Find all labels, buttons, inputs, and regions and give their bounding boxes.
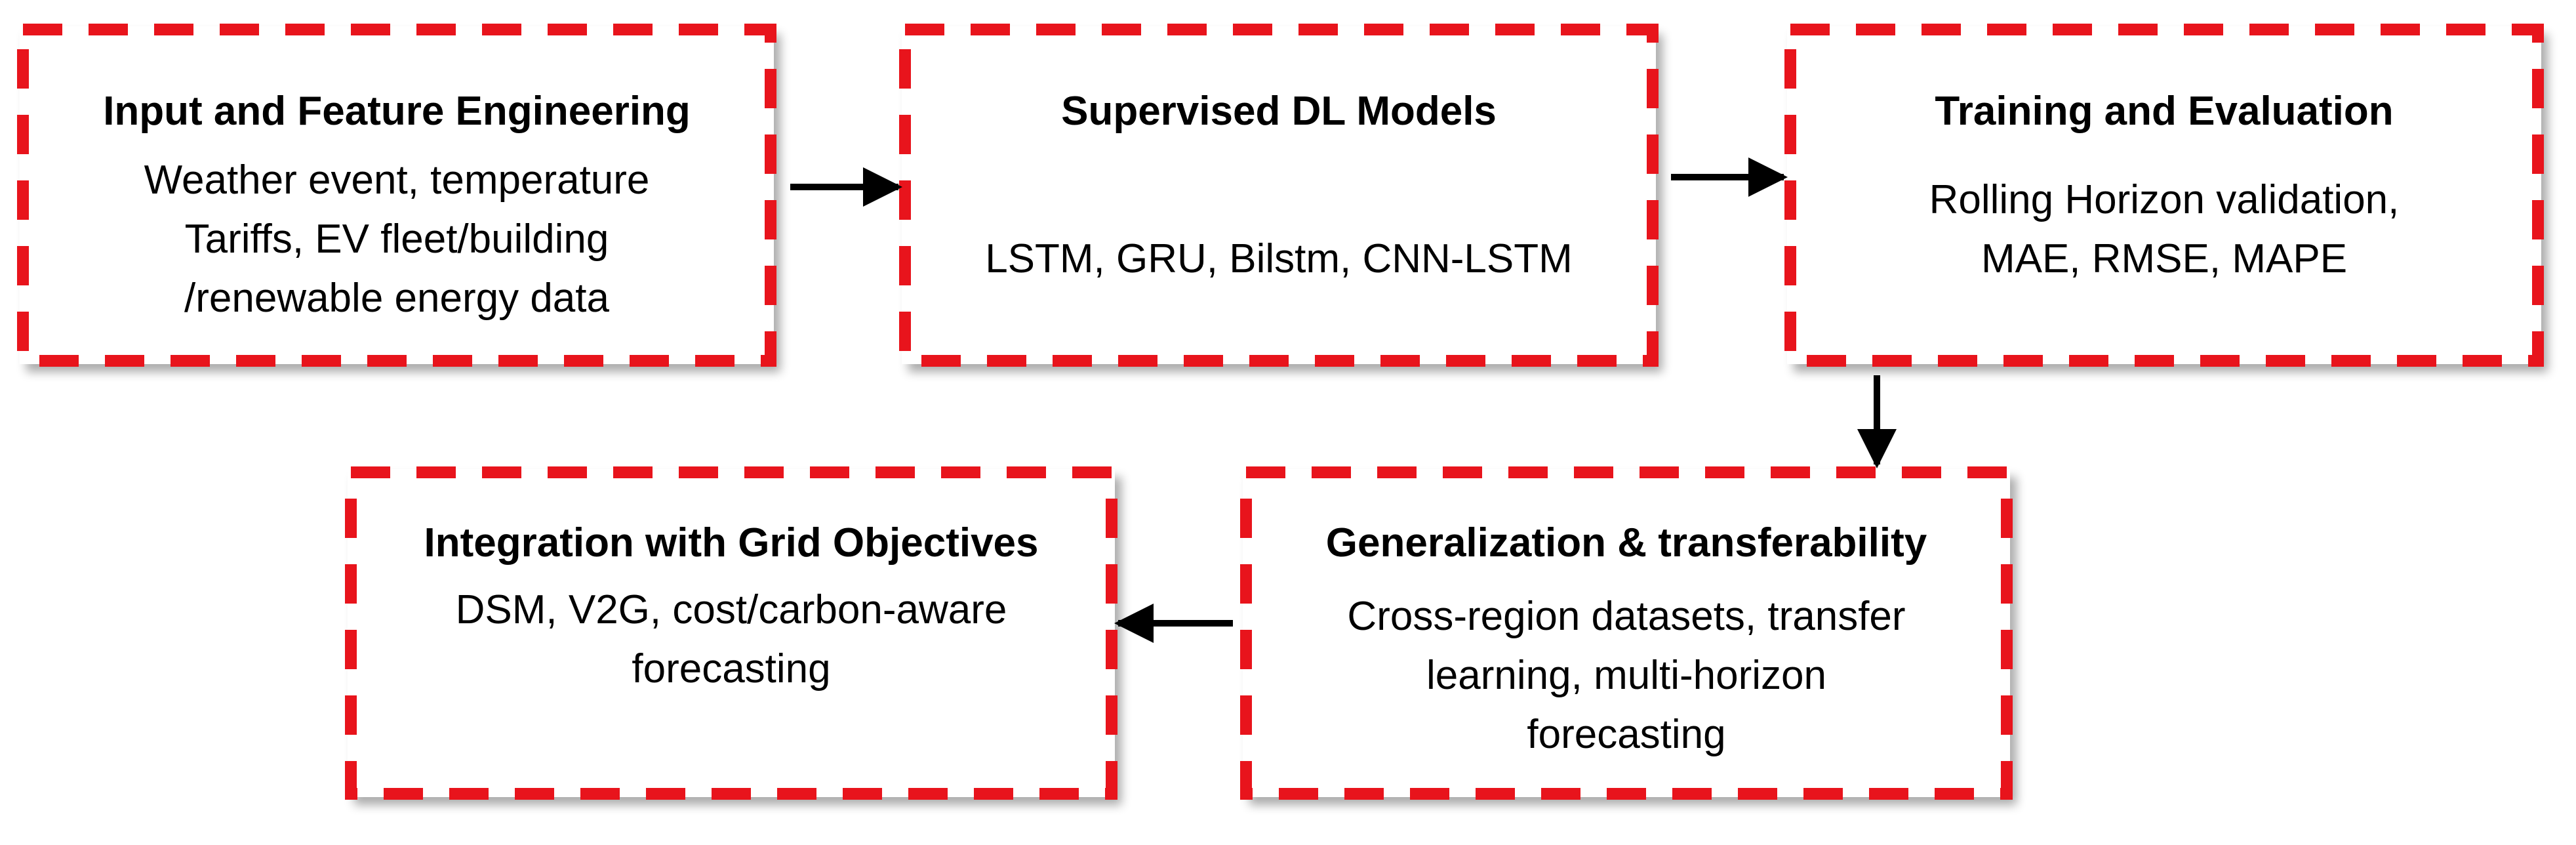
body-line: /renewable energy data xyxy=(184,276,609,321)
body-line: Cross-region datasets, transfer xyxy=(1347,594,1906,639)
box-title: Integration with Grid Objectives xyxy=(424,520,1039,566)
box-title: Generalization & transferability xyxy=(1325,520,1927,566)
body-line: forecasting xyxy=(632,646,831,691)
box-body: LSTM, GRU, Bilstm, CNN-LSTM xyxy=(902,230,1656,289)
dl-models-box: Supervised DL Models LSTM, GRU, Bilstm, … xyxy=(899,24,1659,367)
box-title: Supervised DL Models xyxy=(1061,89,1497,134)
dashed-border xyxy=(899,24,1659,367)
box-body: Weather event, temperature Tariffs, EV f… xyxy=(20,151,774,328)
body-line: DSM, V2G, cost/carbon-aware xyxy=(455,587,1007,632)
generalization-box: Generalization & transferability Cross-r… xyxy=(1240,466,2013,800)
box-title: Input and Feature Engineering xyxy=(103,89,691,134)
box-title: Training and Evaluation xyxy=(1935,89,2394,134)
body-line: learning, multi-horizon xyxy=(1426,653,1826,698)
training-evaluation-box: Training and Evaluation Rolling Horizon … xyxy=(1784,24,2544,367)
box-body: Cross-region datasets, transfer learning… xyxy=(1243,587,2010,764)
box-body: DSM, V2G, cost/carbon-aware forecasting xyxy=(348,581,1115,699)
integration-box: Integration with Grid Objectives DSM, V2… xyxy=(345,466,1117,800)
dashed-border xyxy=(1784,24,2544,367)
body-line: forecasting xyxy=(1527,712,1726,757)
body-line: MAE, RMSE, MAPE xyxy=(1981,236,2348,281)
dashed-border xyxy=(17,24,776,367)
box-body: Rolling Horizon validation, MAE, RMSE, M… xyxy=(1787,171,2541,289)
body-line: LSTM, GRU, Bilstm, CNN-LSTM xyxy=(985,236,1573,281)
input-feature-box: Input and Feature Engineering Weather ev… xyxy=(17,24,776,367)
dashed-border xyxy=(345,466,1117,800)
body-line: Rolling Horizon validation, xyxy=(1929,177,2400,222)
body-line: Weather event, temperature xyxy=(144,157,650,203)
dashed-border xyxy=(1240,466,2013,800)
body-line: Tariffs, EV fleet/building xyxy=(184,216,609,262)
